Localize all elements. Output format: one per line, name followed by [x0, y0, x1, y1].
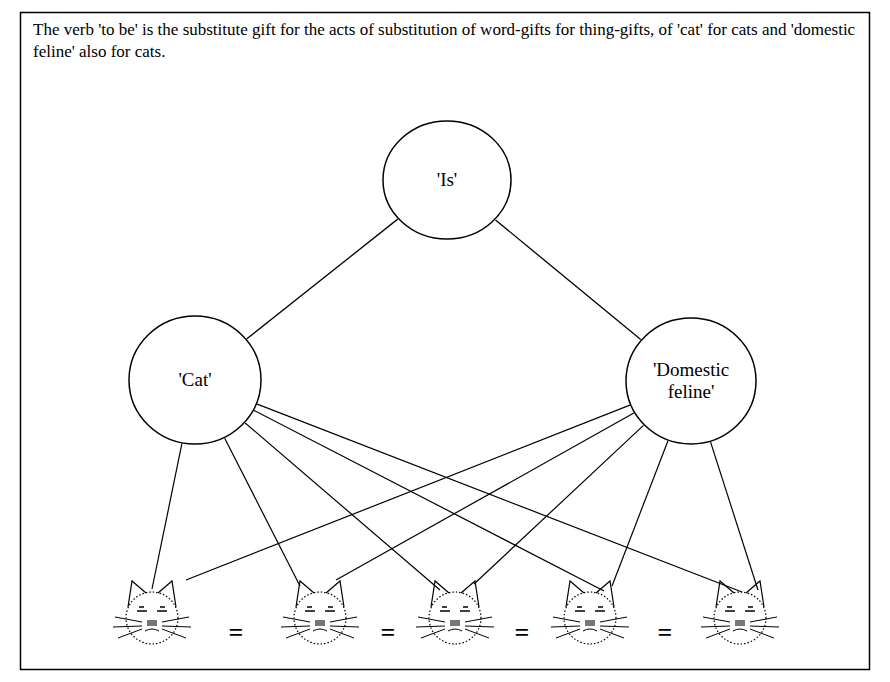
cat-link-line — [612, 441, 668, 586]
circle-label: 'Domestic feline' — [653, 359, 729, 403]
equals-sign: = — [658, 620, 673, 646]
word-circle: 'Domestic feline' — [625, 317, 757, 445]
connector-line — [247, 219, 398, 339]
cat-link-line — [245, 423, 440, 590]
cat-figure — [416, 581, 494, 644]
circle-content: 'Domestic feline' — [653, 359, 729, 403]
cat-figure — [551, 581, 629, 644]
cat-link-line — [186, 405, 630, 580]
cat-figure — [113, 581, 191, 644]
cat-link-line — [152, 444, 182, 589]
cat-link-line — [711, 442, 758, 590]
connector-line — [495, 220, 640, 340]
circle-shape — [129, 316, 261, 444]
caption-text: The verb 'to be' is the substitute gift … — [33, 19, 859, 63]
word-circle: 'Cat' — [128, 315, 262, 445]
equals-sign: = — [229, 620, 244, 646]
circle-label: 'Cat' — [178, 369, 211, 391]
circle-content: 'Cat' — [178, 369, 211, 391]
circle-label: 'Is' — [437, 169, 458, 191]
equals-sign: = — [381, 620, 396, 646]
cat-figure — [701, 581, 779, 644]
frame-border — [21, 13, 870, 670]
cat-figure — [281, 581, 359, 644]
circle-shape — [626, 318, 756, 444]
circle-content: 'Is' — [437, 169, 458, 191]
word-circle: 'Is' — [382, 120, 512, 240]
cat-link-line — [474, 425, 644, 584]
cat-link-line — [254, 411, 604, 591]
cat-link-line — [336, 413, 634, 580]
circle-shape — [383, 121, 511, 239]
equals-sign: = — [515, 620, 530, 646]
